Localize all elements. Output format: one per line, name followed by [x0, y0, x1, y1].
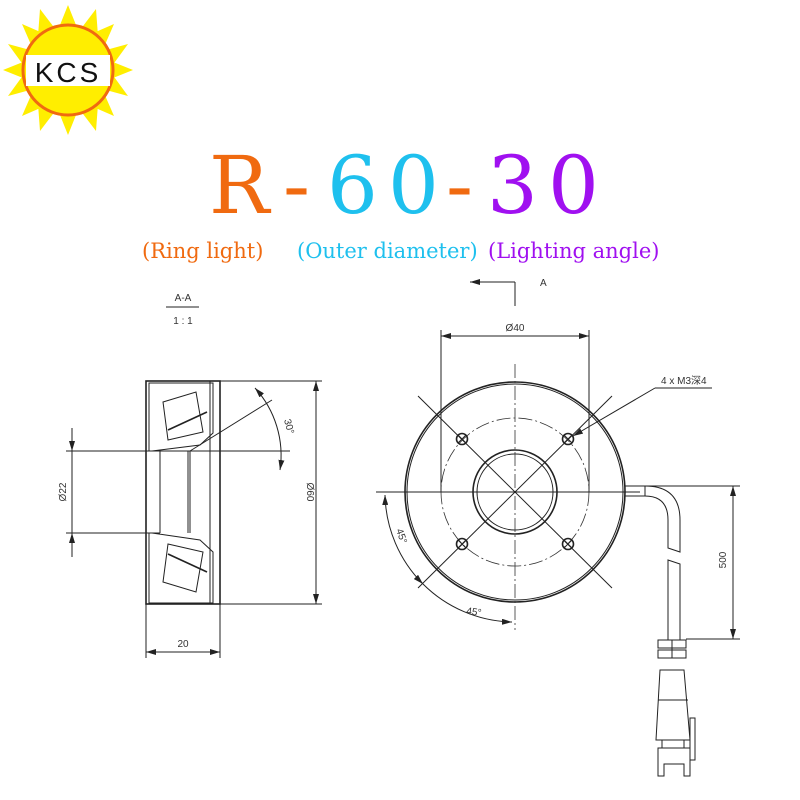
hole-icon: [561, 537, 575, 551]
model-subtitle: (Ring light) (Outer diameter) (Lighting …: [142, 239, 659, 263]
section-scale: 1 : 1: [173, 316, 193, 327]
dim-width: 20: [177, 639, 189, 650]
dim-outer: Ø60: [304, 483, 315, 502]
cable: [624, 485, 681, 641]
title-series: R: [209, 139, 272, 232]
title-dash: -: [446, 139, 473, 232]
section-marker: A: [540, 278, 547, 289]
angle-2: 45°: [466, 606, 483, 619]
mounting-holes: [455, 432, 575, 551]
dim-pcd: Ø40: [506, 323, 525, 334]
subtitle-ring: (Ring light): [142, 239, 263, 263]
title-diameter-digit: 0: [388, 139, 439, 232]
cable-length: 500: [718, 551, 729, 568]
connector: [655, 639, 696, 777]
section-view: A-A 1 : 1 Ø22 Ø60 20 30°: [58, 293, 322, 658]
dim-bore: Ø22: [58, 482, 69, 501]
subtitle-diameter: (Outer diameter): [297, 239, 478, 263]
logo-text: KCS: [35, 57, 102, 88]
dim-angle: 30°: [281, 418, 296, 435]
title-dash: -: [283, 139, 310, 232]
section-label: A-A: [175, 293, 192, 304]
kcs-logo: KCS: [3, 5, 133, 135]
title-diameter-digit: 6: [327, 139, 378, 232]
hole-icon: [455, 432, 469, 446]
front-view: A Ø40 4 x M3深4 45° 45°: [376, 278, 740, 777]
subtitle-angle: (Lighting angle): [488, 239, 659, 263]
hole-callout: 4 x M3深4: [661, 375, 707, 387]
hole-icon: [455, 537, 469, 551]
model-title: R - 6 0 - 3 0: [209, 139, 599, 232]
title-angle-digit: 3: [487, 139, 538, 232]
hole-icon: [561, 432, 575, 446]
angle-1: 45°: [393, 527, 409, 545]
title-angle-digit: 0: [548, 139, 599, 232]
